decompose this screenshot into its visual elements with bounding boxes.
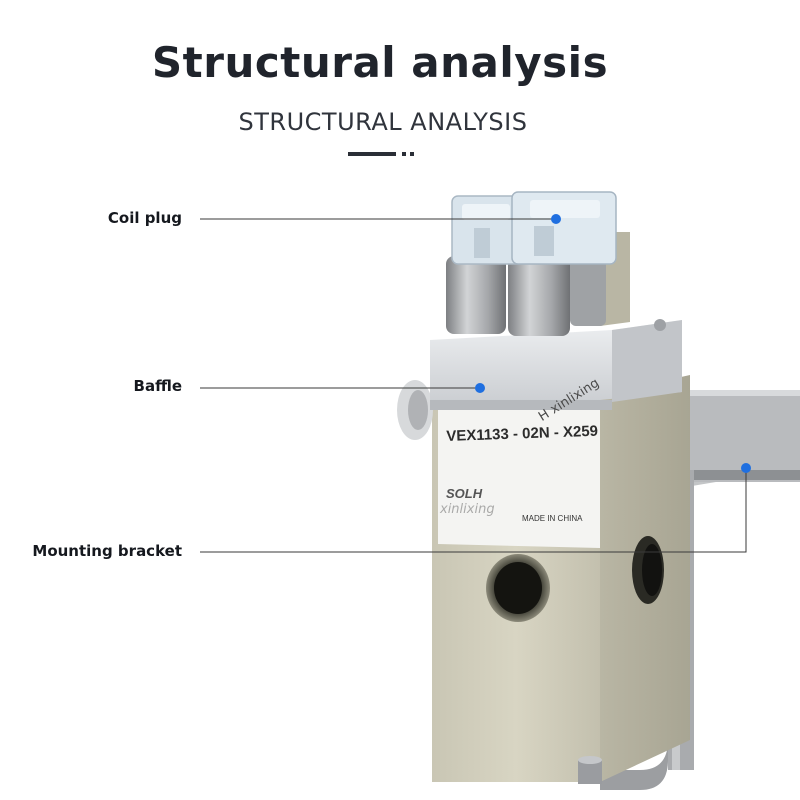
callout-label-coil-plug: Coil plug [107,209,182,227]
callout-label-baffle: Baffle [133,377,182,395]
title-underline [348,152,396,156]
brand-label: SOLH [446,486,483,501]
title-underline-dot [410,152,414,156]
title-underline-dot [402,152,406,156]
callout-label-mounting-bracket: Mounting bracket [32,542,182,560]
callout-markers [475,214,751,473]
origin-label: MADE IN CHINA [522,514,583,523]
page-title: Structural analysis [151,38,609,87]
product-label-plate [438,395,600,548]
page-subtitle: STRUCTURAL ANALYSIS [238,108,528,136]
coil-plug-shape [451,191,617,265]
leader-lines [200,218,747,553]
watermark-text: xinlixing [440,502,495,517]
baffle-shape [397,319,682,440]
